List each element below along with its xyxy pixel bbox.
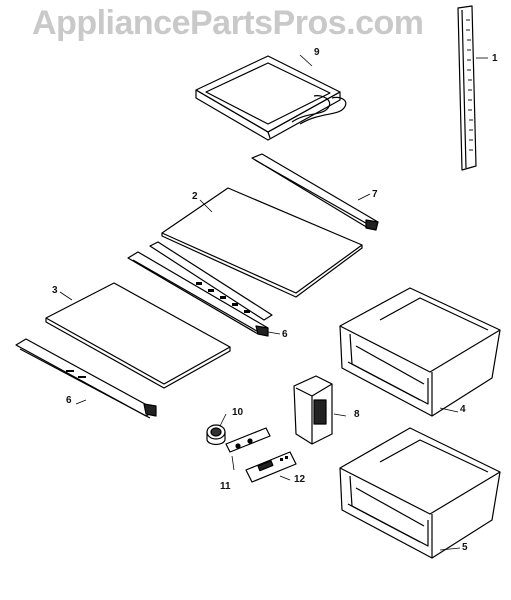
part-label-7: 7 [372,189,378,200]
part-rail-6-upper [127,241,273,337]
part-crisper-drawer-4 [339,287,501,417]
part-rail-1 [457,5,477,171]
part-glass-shelf-2 [161,187,363,298]
part-plate-11 [225,427,271,453]
leader-lines [59,54,488,551]
part-label-4: 4 [460,404,466,415]
part-label-9: 9 [314,47,320,58]
watermark: AppliancePartsPros.com [32,4,424,42]
part-label-1: 1 [492,53,498,64]
part-glass-shelf-3 [45,282,231,389]
part-label-11: 11 [220,481,231,492]
part-label-5: 5 [462,542,468,553]
part-control-housing-8 [293,375,333,445]
part-label-2: 2 [192,191,198,202]
part-label-6-upper: 6 [282,329,288,340]
part-control-plate-12 [245,451,297,483]
part-label-6-lower: 6 [66,395,72,406]
part-shelf-frame-9 [195,55,347,141]
part-label-3: 3 [52,285,58,296]
part-trim-7 [251,153,379,231]
part-rail-6-lower [15,338,157,419]
part-label-10: 10 [232,407,244,418]
part-knob-10 [206,424,226,446]
part-crisper-drawer-5 [339,427,501,559]
part-label-12: 12 [294,474,306,485]
part-label-8: 8 [354,409,360,420]
